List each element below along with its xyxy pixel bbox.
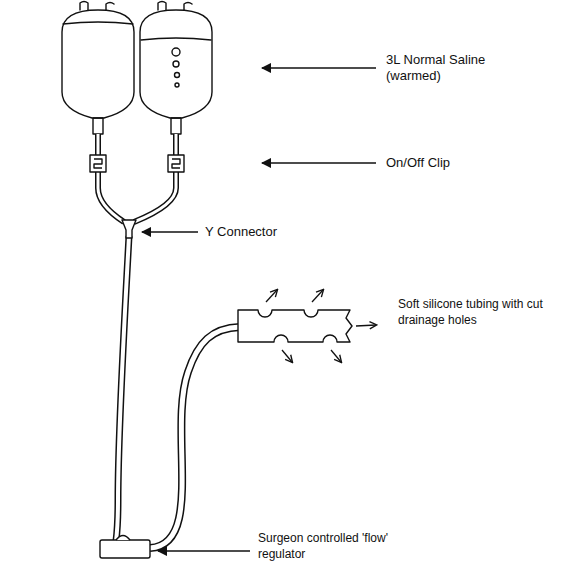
fluid-level [63,22,133,24]
part-label: Surgeon controlled 'flow' regulator [258,530,423,562]
saline-bag [62,10,134,118]
bag-port [80,2,114,11]
on-off-clip [168,155,184,172]
part-label: Soft silicone tubing with cut drainage h… [398,296,580,328]
part-label: 3L Normal Saline (warmed) [386,52,518,84]
bag-outlet [171,118,181,134]
air-bubble [175,73,180,78]
bag-outlet [93,118,103,134]
flow-arrows [266,290,376,362]
y-connector [122,220,136,238]
part-label: Y Connector [205,224,355,240]
fluid-level [141,38,211,40]
leader-arrow [142,68,376,551]
tubing [98,134,240,548]
silicone-tubing [238,310,352,342]
part-label: On/Off Clip [386,155,536,171]
bag-port [158,2,192,11]
on-off-clip [90,155,106,172]
flow-regulator [100,536,150,559]
air-bubble [172,48,180,56]
air-bubble [175,83,179,87]
air-bubble [173,61,179,67]
saline-bag [140,10,212,118]
